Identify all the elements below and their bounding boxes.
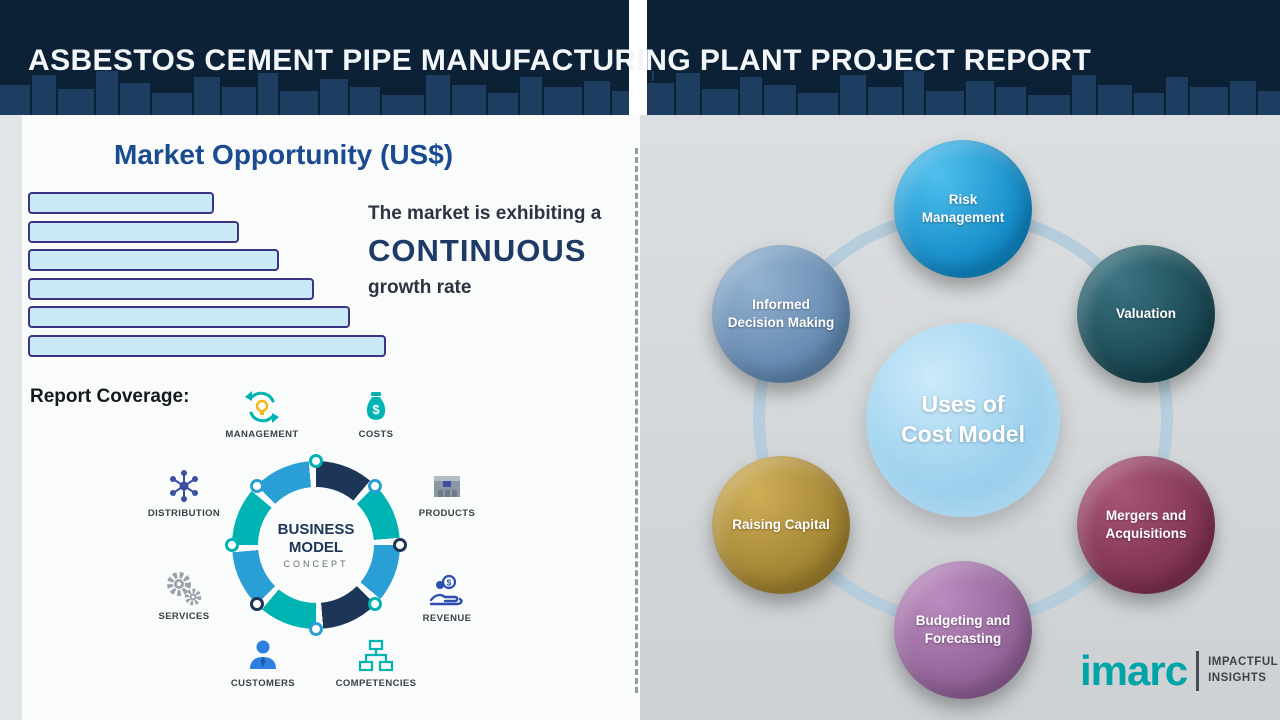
business-model-center-line3: CONCEPT: [283, 558, 349, 569]
imarc-brand-text: imarc: [1080, 647, 1188, 694]
node-label: Valuation: [1115, 305, 1176, 321]
business-model-ring-node: [393, 538, 407, 552]
distribution-icon: [164, 466, 204, 506]
logo-tagline: IMPACTFUL INSIGHTS: [1208, 655, 1278, 686]
node-label: Budgeting and Forecasting: [915, 612, 1011, 646]
cost-model-center-line2: Cost Model: [901, 421, 1025, 447]
business-model-ring-node: [368, 478, 383, 493]
node-label: Raising Capital: [732, 516, 830, 532]
cost-model-center: Uses of Cost Model: [866, 323, 1060, 517]
market-opportunity-title: Market Opportunity (US$): [114, 139, 454, 170]
market-bar: [28, 192, 214, 214]
header-banner: ASBESTOS CEMENT PIPE MANUFACTURING PLANT…: [0, 0, 1280, 115]
business-model-center-line1: BUSINESS: [277, 521, 355, 539]
logo-divider: [1196, 651, 1200, 691]
business-model-ring: BUSINESS MODEL CONCEPT: [225, 454, 407, 636]
coverage-label-services: SERVICES: [158, 611, 210, 622]
right-panel: Uses of Cost Model Risk Management Valua…: [640, 115, 1280, 720]
business-model-ring-node: [309, 454, 323, 468]
market-bar: [28, 249, 279, 271]
cost-model-center-line1: Uses of: [921, 391, 1005, 418]
imarc-logo: imarc IMPACTFUL INSIGHTS: [1080, 650, 1278, 692]
left-edge-strip: [0, 115, 22, 720]
svg-text:$: $: [447, 578, 452, 588]
coverage-label-management: MANAGEMENT: [225, 429, 299, 440]
cost-model-node-budgeting-forecasting: Budgeting and Forecasting: [894, 561, 1032, 699]
coverage-label-distribution: DISTRIBUTION: [147, 508, 221, 519]
market-bar: [28, 334, 386, 357]
revenue-icon: $: [427, 571, 467, 611]
competencies-icon: [356, 636, 396, 676]
cost-model-node-risk-management: Risk Management: [894, 140, 1032, 278]
coverage-label-customers: CUSTOMERS: [230, 678, 296, 689]
city-skyline-silhouette: [0, 69, 1280, 115]
logo-tagline-line1: IMPACTFUL: [1208, 656, 1279, 669]
products-icon: [427, 466, 467, 506]
cost-model-node-informed-decision-making: Informed Decision Making: [712, 245, 850, 383]
business-model-ring-node: [249, 478, 264, 493]
node-label: Risk Management: [921, 191, 1005, 225]
customers-icon: [243, 636, 283, 676]
growth-caption-line2: growth rate: [368, 277, 472, 298]
left-panel: Market Opportunity (US$) The market is e…: [0, 115, 640, 720]
node-label: Informed Decision Making: [727, 296, 835, 330]
coverage-label-revenue: REVENUE: [422, 613, 472, 624]
cost-model-node-mergers-acquisitions: Mergers and Acquisitions: [1077, 456, 1215, 594]
business-model-ring-node: [368, 597, 383, 612]
logo-tagline-line2: INSIGHTS: [1208, 672, 1267, 684]
growth-caption-highlight: CONTINUOUS: [368, 233, 587, 268]
report-coverage-label: Report Coverage:: [30, 386, 190, 407]
costs-icon: $: [356, 387, 396, 427]
market-bar: [28, 306, 350, 328]
market-bar: [28, 277, 314, 300]
cost-model-node-raising-capital: Raising Capital: [712, 456, 850, 594]
growth-caption: The market is exhibiting a CONTINUOUS gr…: [368, 203, 633, 299]
management-icon: [242, 387, 282, 427]
business-model-ring-node: [249, 597, 264, 612]
cost-model-node-valuation: Valuation: [1077, 245, 1215, 383]
node-label: Mergers and Acquisitions: [1105, 507, 1187, 541]
services-icon: [164, 569, 204, 609]
market-bar: [28, 220, 239, 243]
coverage-label-products: PRODUCTS: [418, 508, 476, 519]
dashed-divider: [635, 148, 638, 693]
business-model-center: BUSINESS MODEL CONCEPT: [258, 487, 374, 603]
business-model-ring-node: [309, 622, 323, 636]
growth-caption-line1: The market is exhibiting a: [368, 203, 602, 224]
coverage-label-costs: COSTS: [358, 429, 394, 440]
business-model-center-line2: MODEL: [288, 538, 344, 556]
market-bar-chart: [28, 192, 386, 363]
header-gap: [629, 0, 647, 115]
page-title: ASBESTOS CEMENT PIPE MANUFACTURING PLANT…: [28, 44, 1092, 77]
svg-text:$: $: [372, 402, 380, 417]
business-model-ring-node: [225, 538, 239, 552]
coverage-label-competencies: COMPETENCIES: [335, 678, 417, 689]
